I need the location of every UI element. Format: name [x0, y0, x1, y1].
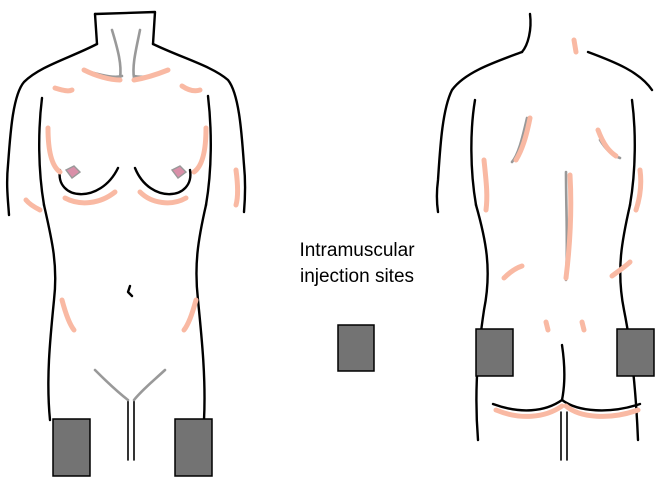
- front-body-figure: [7, 12, 245, 460]
- injection-site-front-left-thigh: [53, 419, 90, 476]
- back-body-figure: [437, 14, 652, 460]
- legend-line-2: injection sites: [262, 264, 452, 290]
- right-nipple: [172, 166, 186, 178]
- left-nipple: [66, 166, 80, 178]
- injection-site-front-right-thigh: [175, 419, 212, 476]
- legend-label: Intramuscular injection sites: [262, 238, 452, 290]
- legend-line-1: Intramuscular: [262, 238, 452, 264]
- injection-site-back-left-gluteal: [476, 329, 513, 376]
- legend-key-swatch: [338, 325, 374, 371]
- injection-site-back-right-gluteal: [617, 329, 654, 376]
